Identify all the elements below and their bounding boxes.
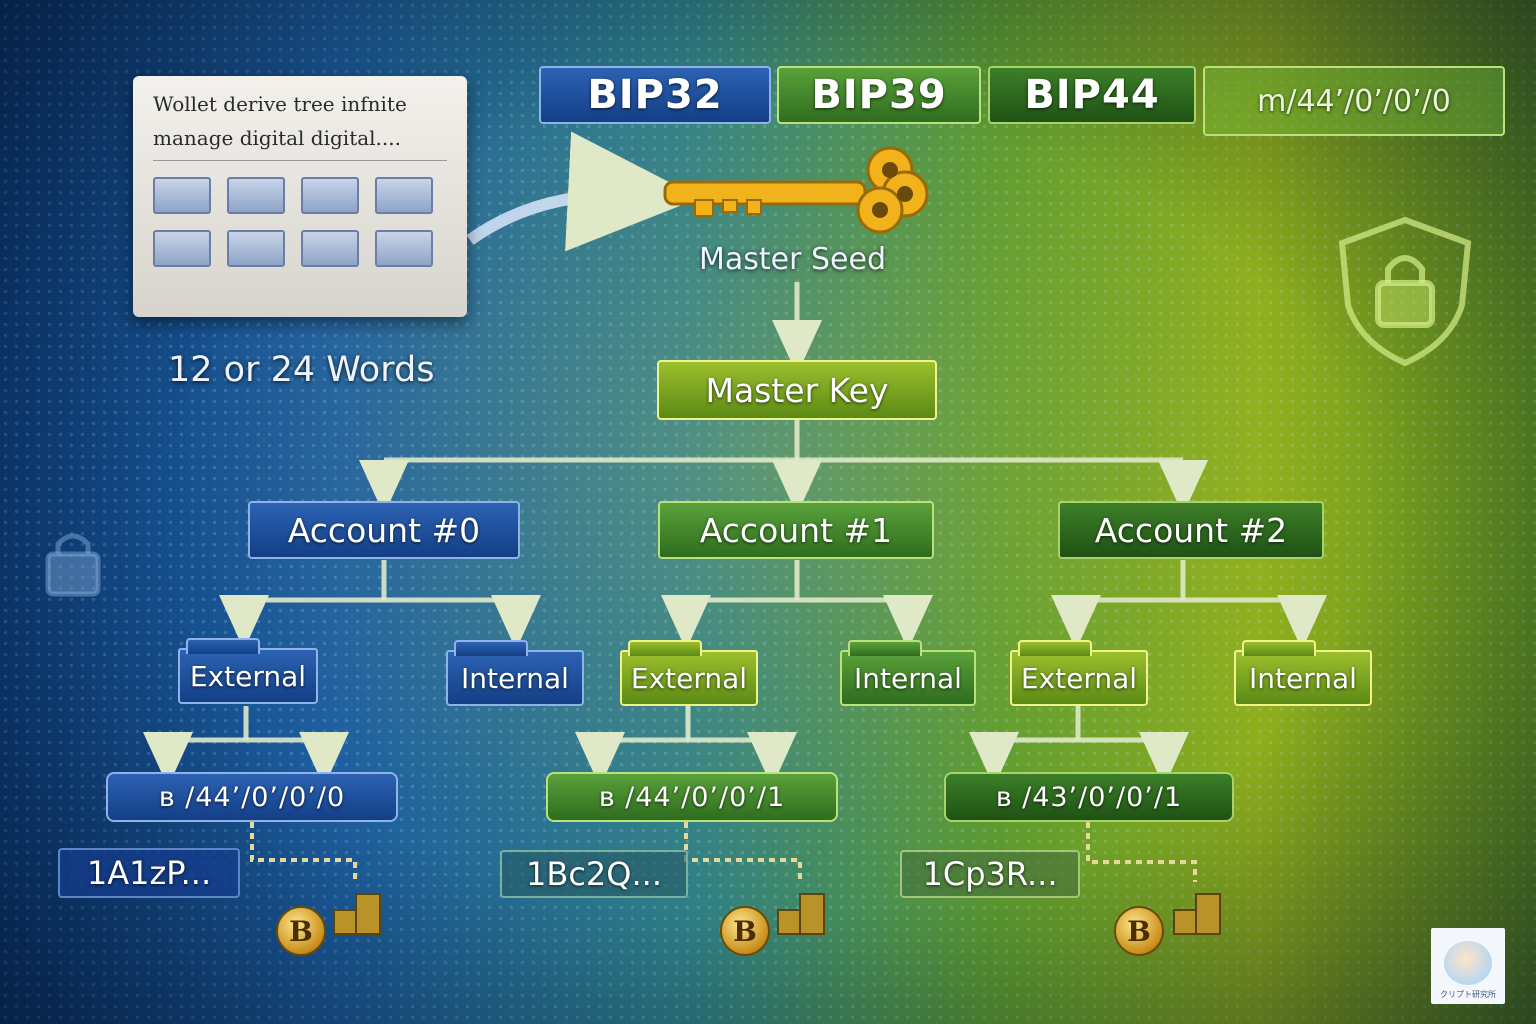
note-line-1: Wollet derive tree infnite — [153, 92, 407, 116]
bip44-label: BIP44 — [988, 66, 1196, 124]
arrow-note-to-seed — [466, 131, 700, 252]
shield-lock-icon — [1338, 216, 1472, 367]
padlock-icon — [45, 533, 101, 597]
account-0-derivation-path: ʙ /44’/0’/0’/0 — [106, 772, 398, 822]
word-tile — [227, 177, 285, 214]
account-2-internal-folder: Internal — [1234, 640, 1372, 706]
brand-badge: クリプト研究所 — [1431, 928, 1505, 1004]
account-2-address: 1Cp3R... — [900, 850, 1080, 898]
master-key-node: Master Key — [657, 360, 937, 420]
account-0-external-folder: External — [178, 638, 318, 704]
cat-mascot-icon — [1444, 941, 1492, 985]
account-1-node: Account #1 — [658, 501, 934, 559]
word-tile — [301, 230, 359, 267]
mnemonic-note: Wollet derive tree infnite manage digita… — [133, 76, 467, 317]
bitcoin-coin-icon: B — [720, 906, 770, 956]
badge-text: クリプト研究所 — [1440, 990, 1496, 999]
bitcoin-coin-icon: B — [1114, 906, 1164, 956]
account-2-derivation-path: ʙ /43’/0’/0’/1 — [944, 772, 1234, 822]
master-seed-label: Master Seed — [699, 242, 886, 277]
word-tile — [153, 230, 211, 267]
account-0-internal-folder: Internal — [446, 640, 584, 706]
coin-stack-icon — [333, 893, 1221, 935]
word-tile — [301, 177, 359, 214]
bip39-label: BIP39 — [777, 66, 981, 124]
word-tile — [153, 177, 211, 214]
account-1-internal-folder: Internal — [840, 640, 976, 706]
account-1-derivation-path: ʙ /44’/0’/0’/1 — [546, 772, 838, 822]
seed-words-label: 12 or 24 Words — [168, 350, 435, 390]
account-1-address: 1Bc2Q... — [500, 850, 688, 898]
account-0-address: 1A1zP... — [58, 848, 240, 898]
account-0-node: Account #0 — [248, 501, 520, 559]
bitcoin-coin-icon: B — [276, 906, 326, 956]
note-line-2: manage digital digital.... — [153, 126, 401, 150]
account-1-external-folder: External — [620, 640, 758, 706]
root-path-label: m/44’/0’/0’/0 — [1203, 66, 1505, 136]
bip32-label: BIP32 — [539, 66, 771, 124]
word-tile — [375, 230, 433, 267]
account-2-external-folder: External — [1010, 640, 1148, 706]
word-tiles — [153, 177, 447, 267]
word-tile — [227, 230, 285, 267]
key-icon — [663, 146, 929, 234]
account-2-node: Account #2 — [1058, 501, 1324, 559]
word-tile — [375, 177, 433, 214]
